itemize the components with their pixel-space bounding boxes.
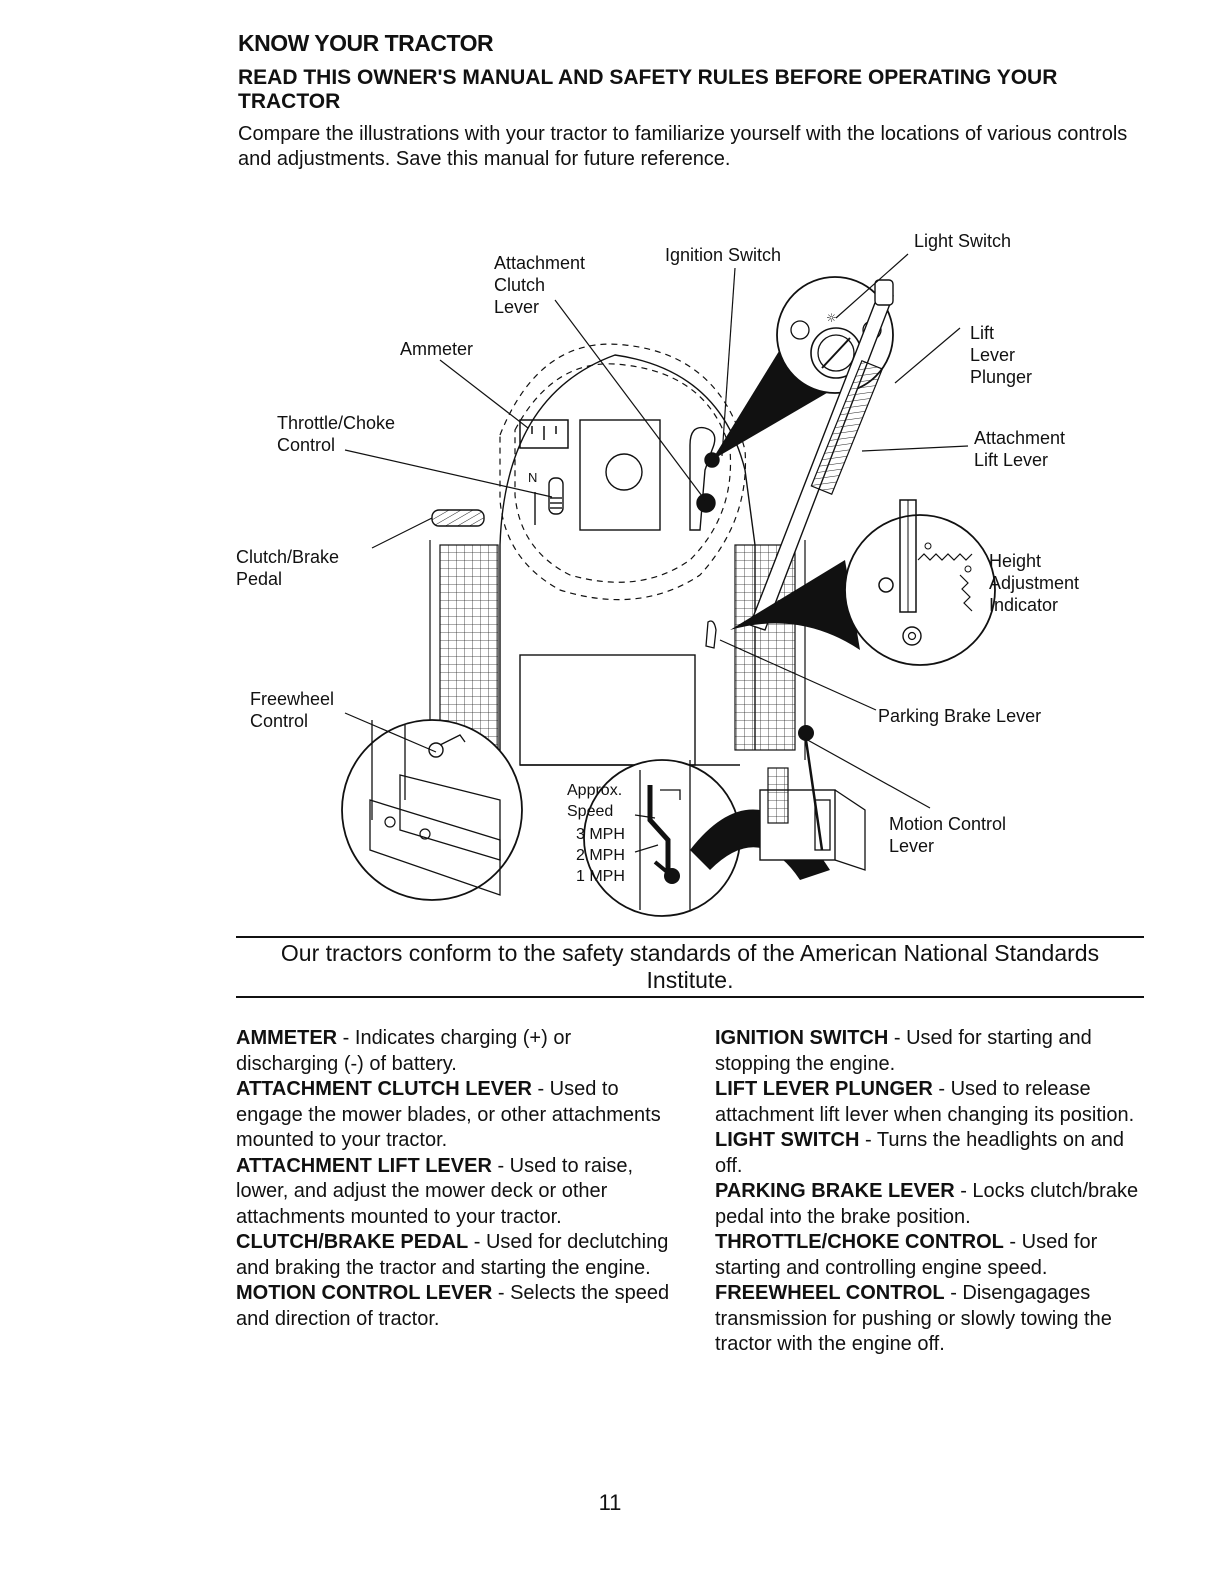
svg-text:N: N bbox=[528, 470, 537, 485]
desc-ignition-switch: IGNITION SWITCH - Used for starting and … bbox=[715, 1027, 1092, 1075]
label-parking-brake-lever: Parking Brake Lever bbox=[878, 706, 1042, 726]
label-3-mph: 3 MPH bbox=[576, 826, 625, 843]
page-number: 11 bbox=[598, 1490, 622, 1515]
page-subtitle: READ THIS OWNER'S MANUAL AND SAFETY RULE… bbox=[238, 66, 1058, 113]
dashboard-outline bbox=[499, 343, 747, 601]
right-description-column: IGNITION SWITCH - Used for starting and … bbox=[715, 1026, 1140, 1358]
clutch-brake-pedal bbox=[431, 509, 485, 527]
label-height-adjustment: Height Adjustment Indicator bbox=[989, 551, 1080, 615]
tractor-body bbox=[499, 354, 756, 766]
desc-clutch-brake-pedal: CLUTCH/BRAKE PEDAL - Used for declutchin… bbox=[236, 1231, 669, 1279]
label-motion-control-lever: Motion Control Lever bbox=[889, 814, 1007, 856]
throttle-choke-lever: N bbox=[528, 470, 564, 525]
label-light-switch: Light Switch bbox=[914, 231, 1012, 251]
label-approx-speed: Approx. Speed bbox=[567, 782, 623, 820]
desc-throttle-choke-control: THROTTLE/CHOKE CONTROL - Used for starti… bbox=[715, 1231, 1098, 1279]
attachment-lift-lever-shaft bbox=[749, 279, 894, 631]
label-throttle-choke: Throttle/Choke Control bbox=[277, 413, 396, 455]
parking-brake-knob bbox=[705, 620, 717, 649]
desc-attachment-lift-lever: ATTACHMENT LIFT LEVER - Used to raise, l… bbox=[236, 1154, 634, 1228]
svg-text:☼: ☼ bbox=[826, 311, 837, 325]
label-2-mph: 2 MPH bbox=[576, 847, 625, 864]
label-attachment-clutch-lever: Attachment Clutch Lever bbox=[494, 253, 586, 317]
attachment-clutch-slot bbox=[689, 426, 720, 531]
desc-motion-control-lever: MOTION CONTROL LEVER - Selects the speed… bbox=[236, 1282, 670, 1330]
desc-attachment-clutch-lever: ATTACHMENT CLUTCH LEVER - Used to engage… bbox=[236, 1078, 661, 1151]
dash-panel bbox=[579, 419, 661, 531]
right-fender-grille bbox=[734, 540, 806, 760]
safety-notice: Our tractors conform to the safety stand… bbox=[280, 940, 1100, 993]
label-freewheel-control: Freewheel Control bbox=[250, 689, 335, 731]
desc-freewheel-control: FREEWHEEL CONTROL - Disengagages transmi… bbox=[715, 1282, 1112, 1355]
desc-ammeter: AMMETER - Indicates charging (+) or disc… bbox=[236, 1027, 572, 1075]
desc-light-switch: LIGHT SWITCH - Turns the headlights on a… bbox=[715, 1129, 1125, 1177]
label-attachment-lift-lever: Attachment Lift Lever bbox=[974, 428, 1066, 470]
height-adjustment-callout bbox=[730, 499, 996, 666]
motion-control-callout bbox=[583, 759, 741, 917]
motion-control-lever bbox=[690, 725, 866, 880]
label-1-mph: 1 MPH bbox=[576, 868, 625, 885]
intro-paragraph: Compare the illustrations with your trac… bbox=[238, 123, 1128, 170]
left-description-column: AMMETER - Indicates charging (+) or disc… bbox=[236, 1026, 676, 1332]
label-ignition-switch: Ignition Switch bbox=[665, 245, 782, 265]
freewheel-detail-callout bbox=[341, 719, 523, 901]
label-lift-lever-plunger: Lift Lever Plunger bbox=[970, 323, 1033, 387]
label-ammeter: Ammeter bbox=[400, 339, 474, 359]
leader-lines bbox=[344, 253, 969, 853]
page-title: KNOW YOUR TRACTOR bbox=[238, 30, 494, 56]
desc-lift-lever-plunger: LIFT LEVER PLUNGER - Used to release att… bbox=[715, 1078, 1135, 1126]
desc-parking-brake-lever: PARKING BRAKE LEVER - Locks clutch/brake… bbox=[715, 1180, 1139, 1228]
ammeter-gauge bbox=[519, 419, 569, 449]
label-clutch-brake-pedal: Clutch/Brake Pedal bbox=[236, 547, 340, 589]
top-divider bbox=[236, 936, 1144, 938]
bottom-divider bbox=[236, 996, 1144, 998]
